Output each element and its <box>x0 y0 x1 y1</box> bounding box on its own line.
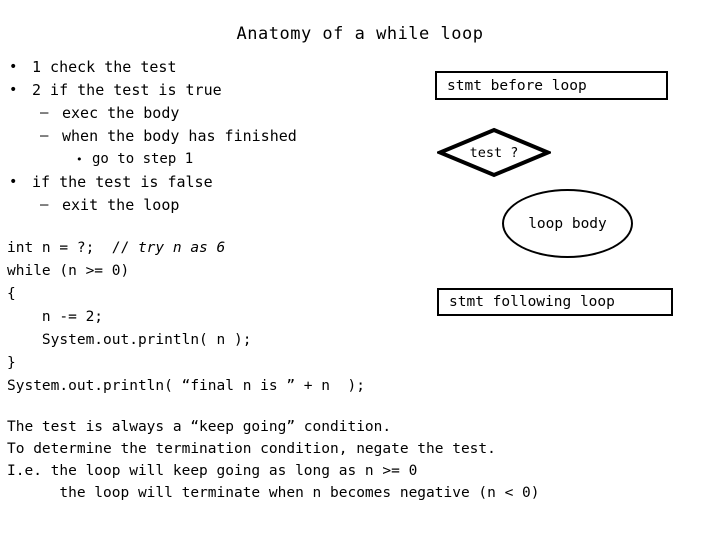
flowchart-stmt-following-loop-box[interactable]: stmt following loop <box>437 288 673 316</box>
code-line-text: while (n >= 0) <box>7 263 130 279</box>
flowchart-loop-body-ellipse[interactable]: loop body <box>502 189 633 258</box>
bullet-marker-icon: – <box>40 105 49 121</box>
outline-item: –when the body has finished <box>0 125 400 148</box>
outline-item-label: 1 check the test <box>32 58 177 76</box>
bullet-marker-icon: – <box>40 197 49 213</box>
code-line-text: System.out.println( n ); <box>7 332 252 348</box>
flowchart-loop-body-label: loop body <box>528 215 607 232</box>
outline-item: –exit the loop <box>0 194 400 217</box>
flowchart-stmt-before-loop-label: stmt before loop <box>447 77 587 94</box>
outline-item-label: if the test is false <box>32 173 213 191</box>
prose-line: The test is always a “keep going” condit… <box>7 419 392 435</box>
code-line: while (n >= 0) <box>7 260 437 283</box>
code-line-text: { <box>7 286 16 302</box>
prose-line: the loop will terminate when n becomes n… <box>7 485 540 501</box>
outline-item-label: 2 if the test is true <box>32 81 222 99</box>
outline-item-label: go to step 1 <box>92 151 194 167</box>
outline-item: • go to step 1 <box>0 148 400 171</box>
flowchart-stmt-before-loop-box[interactable]: stmt before loop <box>435 71 668 100</box>
page-title: Anatomy of a while loop <box>236 24 484 44</box>
flowchart-test-decision-diamond[interactable]: test ? <box>434 127 554 178</box>
outline-item-label: when the body has finished <box>62 127 297 145</box>
code-line: n -= 2; <box>7 306 437 329</box>
code-line: System.out.println( “final n is ” + n ); <box>7 375 437 398</box>
code-line-text: } <box>7 355 16 371</box>
code-comment-text: try n as 6 <box>137 240 226 256</box>
bullet-marker-icon: • <box>9 174 18 190</box>
outline-item-label: exec the body <box>62 104 180 122</box>
outline-item: –exec the body <box>0 102 400 125</box>
code-line: int n = ?; // try n as 6 <box>7 237 437 260</box>
code-line: } <box>7 352 437 375</box>
prose-line: To determine the termination condition, … <box>7 441 496 457</box>
prose-line: I.e. the loop will keep going as long as… <box>7 463 418 479</box>
outline-item: • 1 check the test <box>0 56 400 79</box>
code-line-text: n -= 2; <box>7 309 104 325</box>
code-line: System.out.println( n ); <box>7 329 437 352</box>
outline-item: • if the test is false <box>0 171 400 194</box>
bullet-marker-icon: • <box>9 82 18 98</box>
outline-list: • 1 check the test • 2 if the test is true –… <box>0 56 400 217</box>
diamond-icon <box>434 127 554 178</box>
prose-block: The test is always a “keep going” condit… <box>7 416 647 504</box>
code-line-text: System.out.println( “final n is ” + n ); <box>7 378 365 394</box>
flowchart-stmt-following-loop-label: stmt following loop <box>449 294 615 310</box>
bullet-marker-icon: • <box>9 59 18 75</box>
outline-item: • 2 if the test is true <box>0 79 400 102</box>
flowchart-test-decision-label: test ? <box>469 144 519 161</box>
bullet-marker-icon: • <box>76 153 83 166</box>
bullet-marker-icon: – <box>40 128 49 144</box>
outline-item-label: exit the loop <box>62 196 180 214</box>
code-line: { <box>7 283 437 306</box>
code-line-text: int n = ?; // <box>7 240 138 256</box>
